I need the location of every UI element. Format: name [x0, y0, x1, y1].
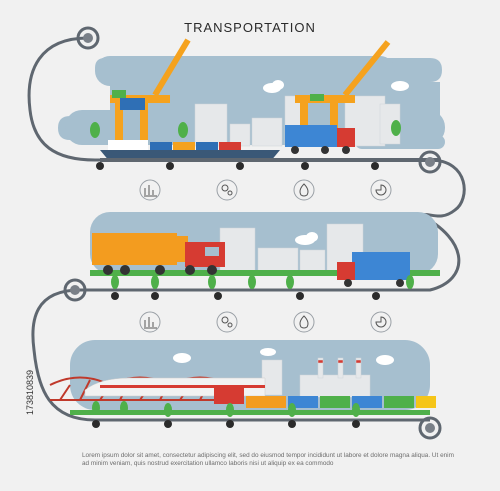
chart-icon [139, 311, 161, 333]
factory-chimneys [317, 357, 362, 379]
orange-truck [92, 233, 225, 275]
icon-row-1 [139, 179, 392, 201]
footer-text: Lorem ipsum dolor sit amet, consectetur … [82, 452, 454, 467]
blue-truck [285, 125, 355, 154]
page-title: TRANSPORTATION [184, 20, 316, 35]
road-node-start [76, 26, 100, 50]
gears-icon [216, 311, 238, 333]
flame-icon [293, 179, 315, 201]
pie-chart-icon [370, 179, 392, 201]
truck-scene [90, 212, 440, 300]
freight-train [214, 386, 436, 408]
stock-id: 173810839 [25, 369, 35, 415]
road-node-1 [418, 150, 442, 174]
blue-van [337, 252, 410, 287]
gears-icon [216, 179, 238, 201]
crane-right [295, 40, 391, 140]
road-node-end [418, 416, 442, 440]
port-scene [58, 38, 445, 170]
icon-row-2 [139, 311, 392, 333]
train-scene [49, 340, 436, 428]
crane-left [110, 38, 191, 145]
chart-icon [139, 179, 161, 201]
pie-chart-icon [370, 311, 392, 333]
flame-icon [293, 311, 315, 333]
road-node-2 [63, 278, 87, 302]
